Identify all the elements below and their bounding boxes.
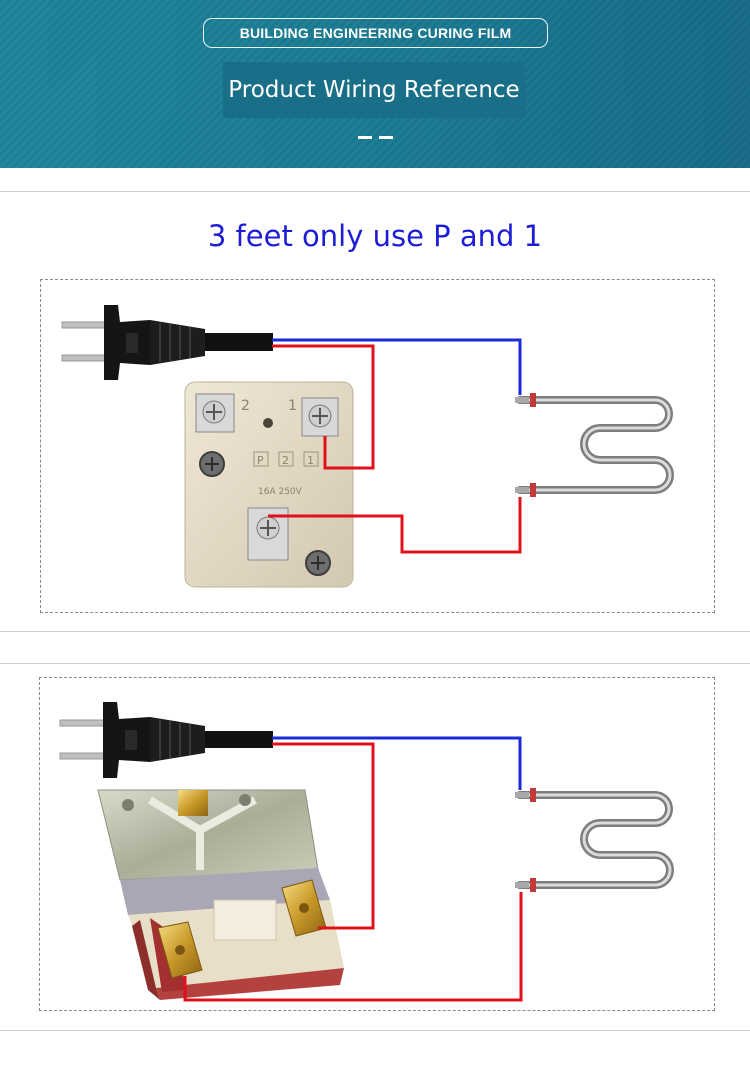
section-heading: 3 feet only use P and 1 [207,219,543,253]
category-pill: BUILDING ENGINEERING CURING FILM [203,18,548,48]
power-plug-icon [61,305,273,380]
live-wire-blue [272,338,522,395]
wire-red [272,344,375,470]
wiring-lines [268,338,522,554]
wire-red [183,892,523,1002]
wire-red [272,742,375,930]
divider [0,191,750,192]
terminal-mark: 2 [282,454,289,467]
divider [0,631,750,632]
wiring-diagram-panel-2 [39,677,715,1011]
live-wire-blue [272,736,522,790]
wiring-lines [183,736,523,1002]
decorative-dash [379,136,393,139]
terminal-mark: 1 [307,454,314,467]
page-title: Product Wiring Reference [223,62,525,118]
terminal-label: 1 [288,398,297,414]
divider [0,663,750,664]
wiring-diagram-panel-1 [40,279,715,613]
terminal-mark: P [257,454,264,467]
power-plug-icon [59,702,273,778]
terminal-label: 2 [241,398,250,414]
decorative-dash [358,136,372,139]
wire-red [268,497,522,554]
divider [0,1030,750,1031]
heating-element-icon [515,393,674,497]
heating-element-icon [515,788,674,892]
thermostat-switch-image [97,789,344,1000]
thermostat-switch-image: 2 1 P 2 1 16A 250V [184,381,354,588]
rating-label: 16A 250V [258,487,303,497]
